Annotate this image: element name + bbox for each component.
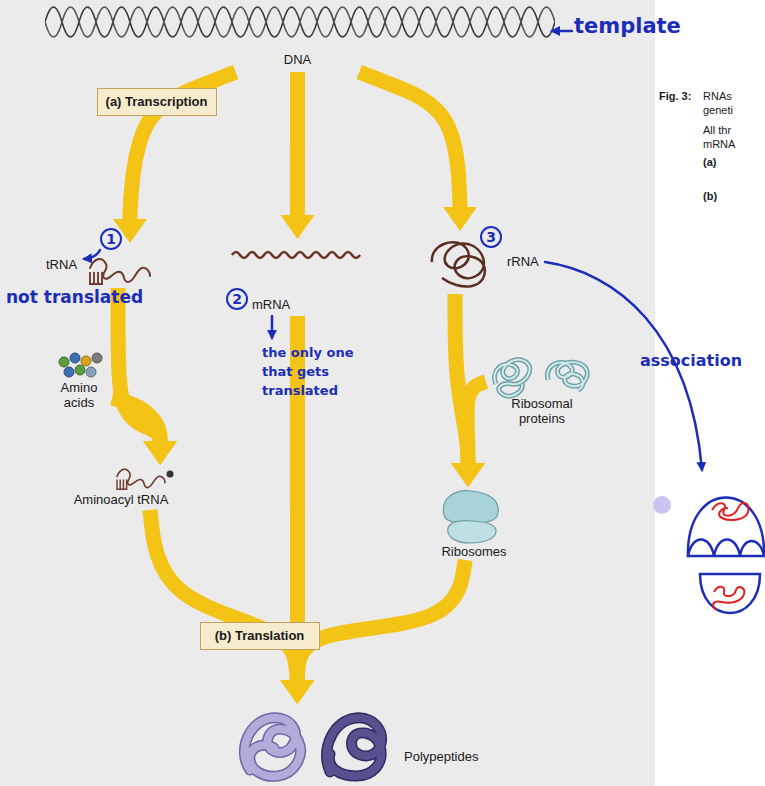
- node-label: mRNA: [252, 297, 312, 312]
- node-label: Ribosomal proteins: [500, 396, 584, 426]
- node-label: Amino acids: [54, 380, 104, 410]
- handwritten-note: not translated: [6, 288, 143, 308]
- figure-caption: (a): [703, 156, 716, 169]
- ribosome-large-subunit: [443, 491, 498, 523]
- amino-acid-bead: [75, 365, 85, 375]
- node-label: Ribosomes: [430, 544, 518, 559]
- node-label: DNA: [40, 52, 555, 67]
- protein-ribbon: [547, 362, 587, 390]
- aminoacyl-trna: Aminoacyl tRNA: [45, 466, 197, 510]
- transcription-arrow: [359, 72, 460, 208]
- handwritten-note: the only one that gets translated: [262, 343, 362, 400]
- stage-box: (a) Transcription: [97, 88, 217, 116]
- aminoacyl-trna-illustration: [116, 469, 165, 489]
- protein-ribbon: [547, 362, 587, 390]
- attached-amino-acid: [167, 471, 174, 478]
- dna-molecule: DNA: [40, 2, 555, 72]
- amino-acid-bead: [64, 367, 74, 377]
- figure-caption: Fig. 3:: [659, 90, 691, 103]
- sketch-rrna-scribble: [712, 503, 748, 520]
- ribosome-small-subunit: [448, 521, 496, 543]
- amino-acid-pool: Amino acids: [46, 350, 112, 414]
- node-label: Aminoacyl tRNA: [45, 492, 197, 507]
- highlight-dot: [653, 496, 671, 514]
- trna-pointer: [84, 250, 100, 259]
- amino-acid-bead: [81, 356, 91, 366]
- stage-box: (b) Translation: [200, 622, 320, 650]
- amino-acid-bead: [86, 367, 96, 377]
- assembly-arrow: [467, 382, 486, 464]
- ribosome: Ribosomes: [430, 488, 518, 560]
- figure-caption: (b): [703, 190, 717, 203]
- ribosomal-proteins: Ribosomal proteins: [486, 356, 598, 430]
- polypeptide-ribbon: [327, 718, 382, 776]
- mrna-pointer: [271, 316, 274, 338]
- transcription-arrow: [290, 72, 305, 216]
- polypeptide-product: Polypeptides: [232, 705, 494, 786]
- sketch-small-subunit: [700, 574, 760, 613]
- protein-ribbon: [495, 360, 530, 396]
- node-label: rRNA: [507, 254, 549, 269]
- callout-number: 1: [100, 228, 122, 250]
- node-label: tRNA: [46, 257, 86, 272]
- amino-acid-bead: [70, 353, 80, 363]
- mrna-molecule: mRNA: [228, 240, 368, 316]
- amino-acid-beads: [59, 353, 102, 377]
- charging-arrow: [112, 398, 160, 442]
- translation-arrow: [297, 560, 465, 681]
- handwritten-note: template: [574, 14, 681, 38]
- trna-illustration: [89, 259, 150, 284]
- ribosomal-protein-illustration: [495, 360, 588, 396]
- polypeptide-ribbon: [244, 718, 300, 776]
- amino-acid-bead: [59, 357, 69, 367]
- callout-number: 2: [226, 288, 248, 310]
- sketch-rrna-scribble: [713, 587, 744, 610]
- amino-acid-bead: [92, 353, 102, 363]
- node-label: Polypeptides: [404, 749, 494, 764]
- node-label: (a) Transcription: [98, 94, 215, 109]
- mrna-strand: [232, 252, 360, 258]
- figure-caption: geneti: [703, 104, 733, 117]
- polypeptide-ribbon: [244, 718, 300, 776]
- rrna-coil: [432, 242, 485, 286]
- trna-molecule: tRNA: [46, 244, 158, 288]
- dna-helix: [45, 4, 555, 40]
- callout-number: 3: [480, 226, 502, 248]
- figure-caption: mRNA: [703, 138, 735, 151]
- protein-ribbon: [495, 360, 530, 396]
- polypeptide-ribbon: [327, 718, 382, 776]
- handwritten-note: association: [640, 352, 742, 370]
- sketch-subunit-arches: [688, 540, 764, 557]
- figure-caption: All thr: [703, 124, 731, 137]
- handwritten-annotations: [84, 31, 764, 613]
- sketch-large-subunit: [688, 498, 764, 557]
- flow-arrows: [112, 72, 486, 681]
- translation-arrow: [150, 510, 297, 681]
- figure-caption: RNAs: [703, 90, 732, 103]
- node-label: (b) Translation: [201, 628, 318, 643]
- template-pointer: [552, 30, 572, 33]
- figure-panel: [0, 0, 655, 786]
